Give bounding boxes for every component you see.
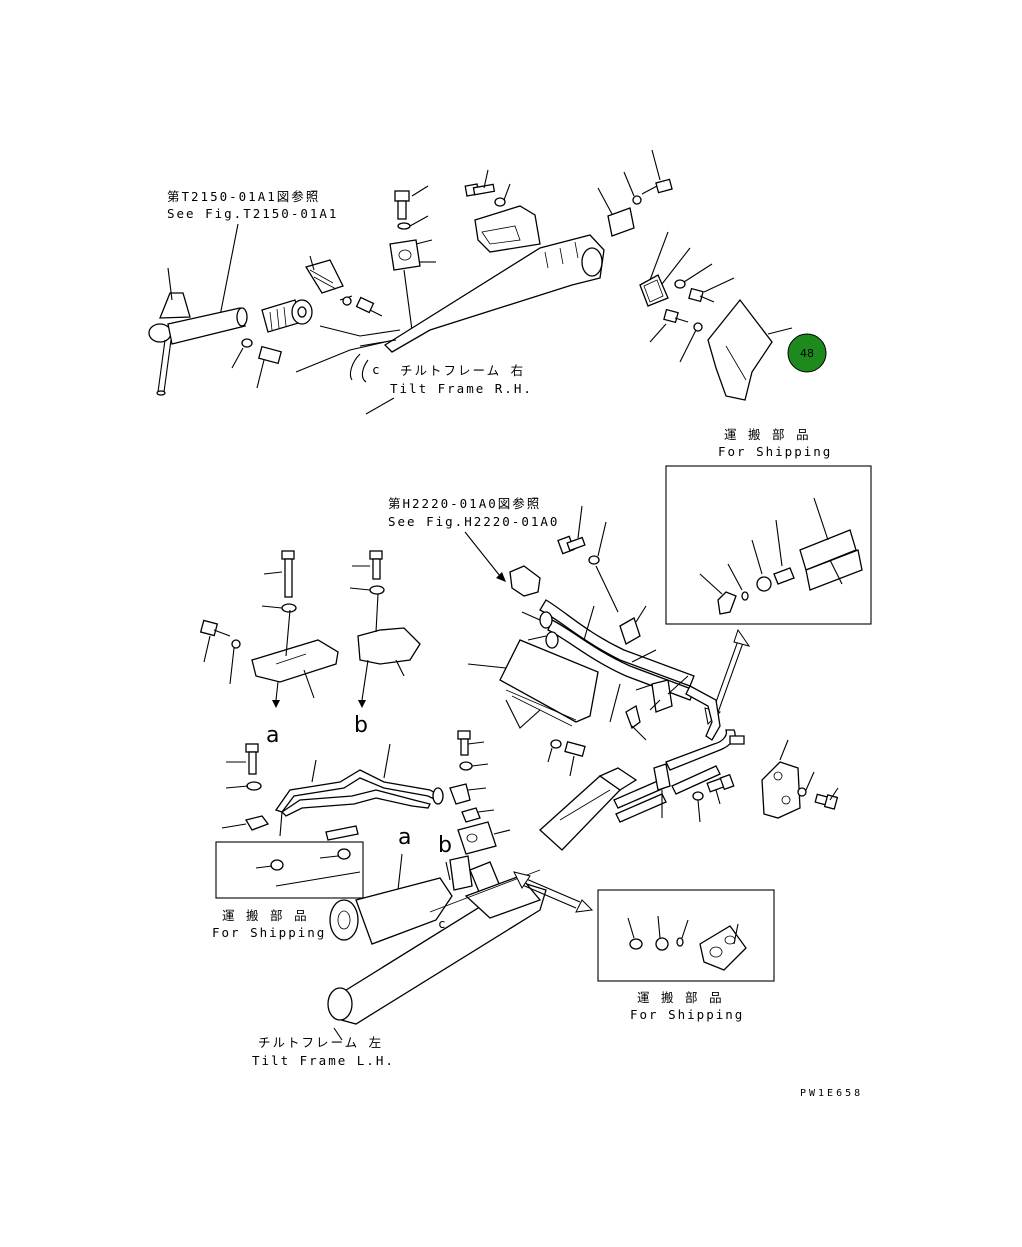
bolt[interactable] — [649, 308, 689, 343]
bolt[interactable] — [352, 550, 383, 580]
washer[interactable] — [693, 322, 703, 332]
washer[interactable] — [342, 296, 352, 306]
ship1-jp: 運 搬 部 品 — [724, 427, 811, 442]
double-arrow — [513, 871, 594, 913]
drawing-number: PW1E658 — [800, 1088, 863, 1099]
shipping-parts-3[interactable] — [627, 915, 747, 971]
tilt-frame-rh[interactable] — [383, 234, 605, 353]
bolt[interactable] — [199, 619, 231, 663]
clip[interactable] — [625, 704, 641, 730]
callout-badge[interactable]: 48 — [787, 333, 827, 373]
tilt-rh-jp: チルトフレーム 右 — [400, 363, 525, 378]
ship3-en: For Shipping — [630, 1007, 744, 1022]
letter-b-1: b — [354, 713, 368, 738]
bolt[interactable] — [355, 296, 383, 317]
washer[interactable] — [397, 222, 411, 230]
washer[interactable] — [231, 639, 241, 649]
letter-c-2: c — [438, 916, 448, 931]
washer[interactable] — [588, 555, 600, 565]
pad-plate[interactable] — [304, 259, 344, 294]
washer[interactable] — [632, 195, 642, 205]
bracket-b[interactable] — [357, 627, 421, 665]
block-fitting[interactable] — [509, 565, 541, 597]
bolt[interactable] — [564, 741, 586, 777]
bolt[interactable] — [641, 149, 673, 195]
cover-plate[interactable] — [389, 239, 421, 271]
washer[interactable] — [674, 279, 686, 289]
cover-plate[interactable] — [607, 207, 635, 237]
shipping-parts-1[interactable] — [699, 497, 863, 615]
washer[interactable] — [494, 197, 506, 207]
clamp-block[interactable] — [449, 783, 471, 805]
letter-a-2: a — [398, 825, 411, 850]
ref-mid-jp: 第H2220-01A0図参照 — [388, 496, 541, 511]
bracket[interactable] — [761, 761, 801, 819]
gasket-plate[interactable] — [639, 274, 669, 307]
fitting[interactable] — [539, 611, 553, 629]
fitting-cap[interactable] — [729, 735, 745, 745]
fitting[interactable] — [432, 787, 444, 805]
letter-c: c — [372, 362, 382, 377]
washer[interactable] — [241, 338, 253, 348]
ship3-jp: 運 搬 部 品 — [637, 990, 724, 1005]
clamp[interactable] — [619, 617, 641, 645]
washer[interactable] — [246, 781, 262, 791]
bolt[interactable] — [226, 743, 259, 775]
letter-b-2: b — [438, 833, 452, 858]
bolt[interactable] — [464, 169, 496, 197]
ref-top-en: See Fig.T2150-01A1 — [167, 206, 338, 221]
ref-top-jp: 第T2150-01A1図参照 — [167, 189, 320, 204]
shipping-parts-2[interactable] — [255, 848, 361, 887]
letter-a-1: a — [266, 723, 279, 748]
washer[interactable] — [459, 761, 473, 771]
bracket[interactable] — [474, 205, 541, 253]
fitting[interactable] — [545, 631, 559, 649]
clamp-block[interactable] — [461, 807, 481, 823]
washer[interactable] — [550, 739, 562, 749]
ref-mid-en: See Fig.H2220-01A0 — [388, 514, 559, 529]
rod-end[interactable] — [261, 299, 313, 333]
guard-cover[interactable] — [707, 298, 773, 401]
tilt-lh-jp: チルトフレーム 左 — [258, 1035, 383, 1050]
bracket-a[interactable] — [251, 639, 339, 683]
bolt[interactable] — [814, 787, 839, 810]
bolt[interactable] — [688, 277, 735, 303]
shipping-box-2 — [215, 841, 364, 899]
washer[interactable] — [797, 787, 807, 797]
ship2-en: For Shipping — [212, 925, 326, 940]
washer[interactable] — [692, 791, 704, 801]
pin-assembly[interactable] — [148, 267, 248, 396]
flange-plate[interactable] — [653, 763, 671, 791]
tilt-lh-en: Tilt Frame L.H. — [252, 1053, 395, 1068]
flange-plate[interactable] — [651, 679, 673, 713]
bolt[interactable] — [457, 730, 485, 756]
bolt[interactable] — [256, 345, 283, 389]
spacer[interactable] — [325, 825, 359, 841]
ship2-jp: 運 搬 部 品 — [222, 908, 309, 923]
tilt-rh-en: Tilt Frame R.H. — [390, 381, 533, 396]
shipping-box-1 — [665, 465, 872, 625]
bolt[interactable] — [706, 773, 735, 805]
bolt[interactable] — [557, 505, 586, 555]
tilt-frame-lh[interactable] — [327, 767, 638, 1025]
washer[interactable] — [369, 585, 385, 595]
hydraulic-hoses[interactable] — [613, 729, 736, 823]
washer[interactable] — [281, 603, 297, 613]
badge-number: 48 — [800, 347, 814, 360]
leader-line — [219, 223, 239, 317]
ship1-en: For Shipping — [718, 444, 832, 459]
hydraulic-hoses[interactable] — [539, 599, 721, 741]
hydraulic-pipe[interactable] — [274, 769, 442, 817]
shipping-box-3 — [597, 889, 775, 982]
clip[interactable] — [244, 815, 270, 831]
bolt[interactable] — [394, 185, 429, 220]
bolt[interactable] — [263, 550, 295, 598]
cover-guard[interactable] — [499, 639, 599, 727]
